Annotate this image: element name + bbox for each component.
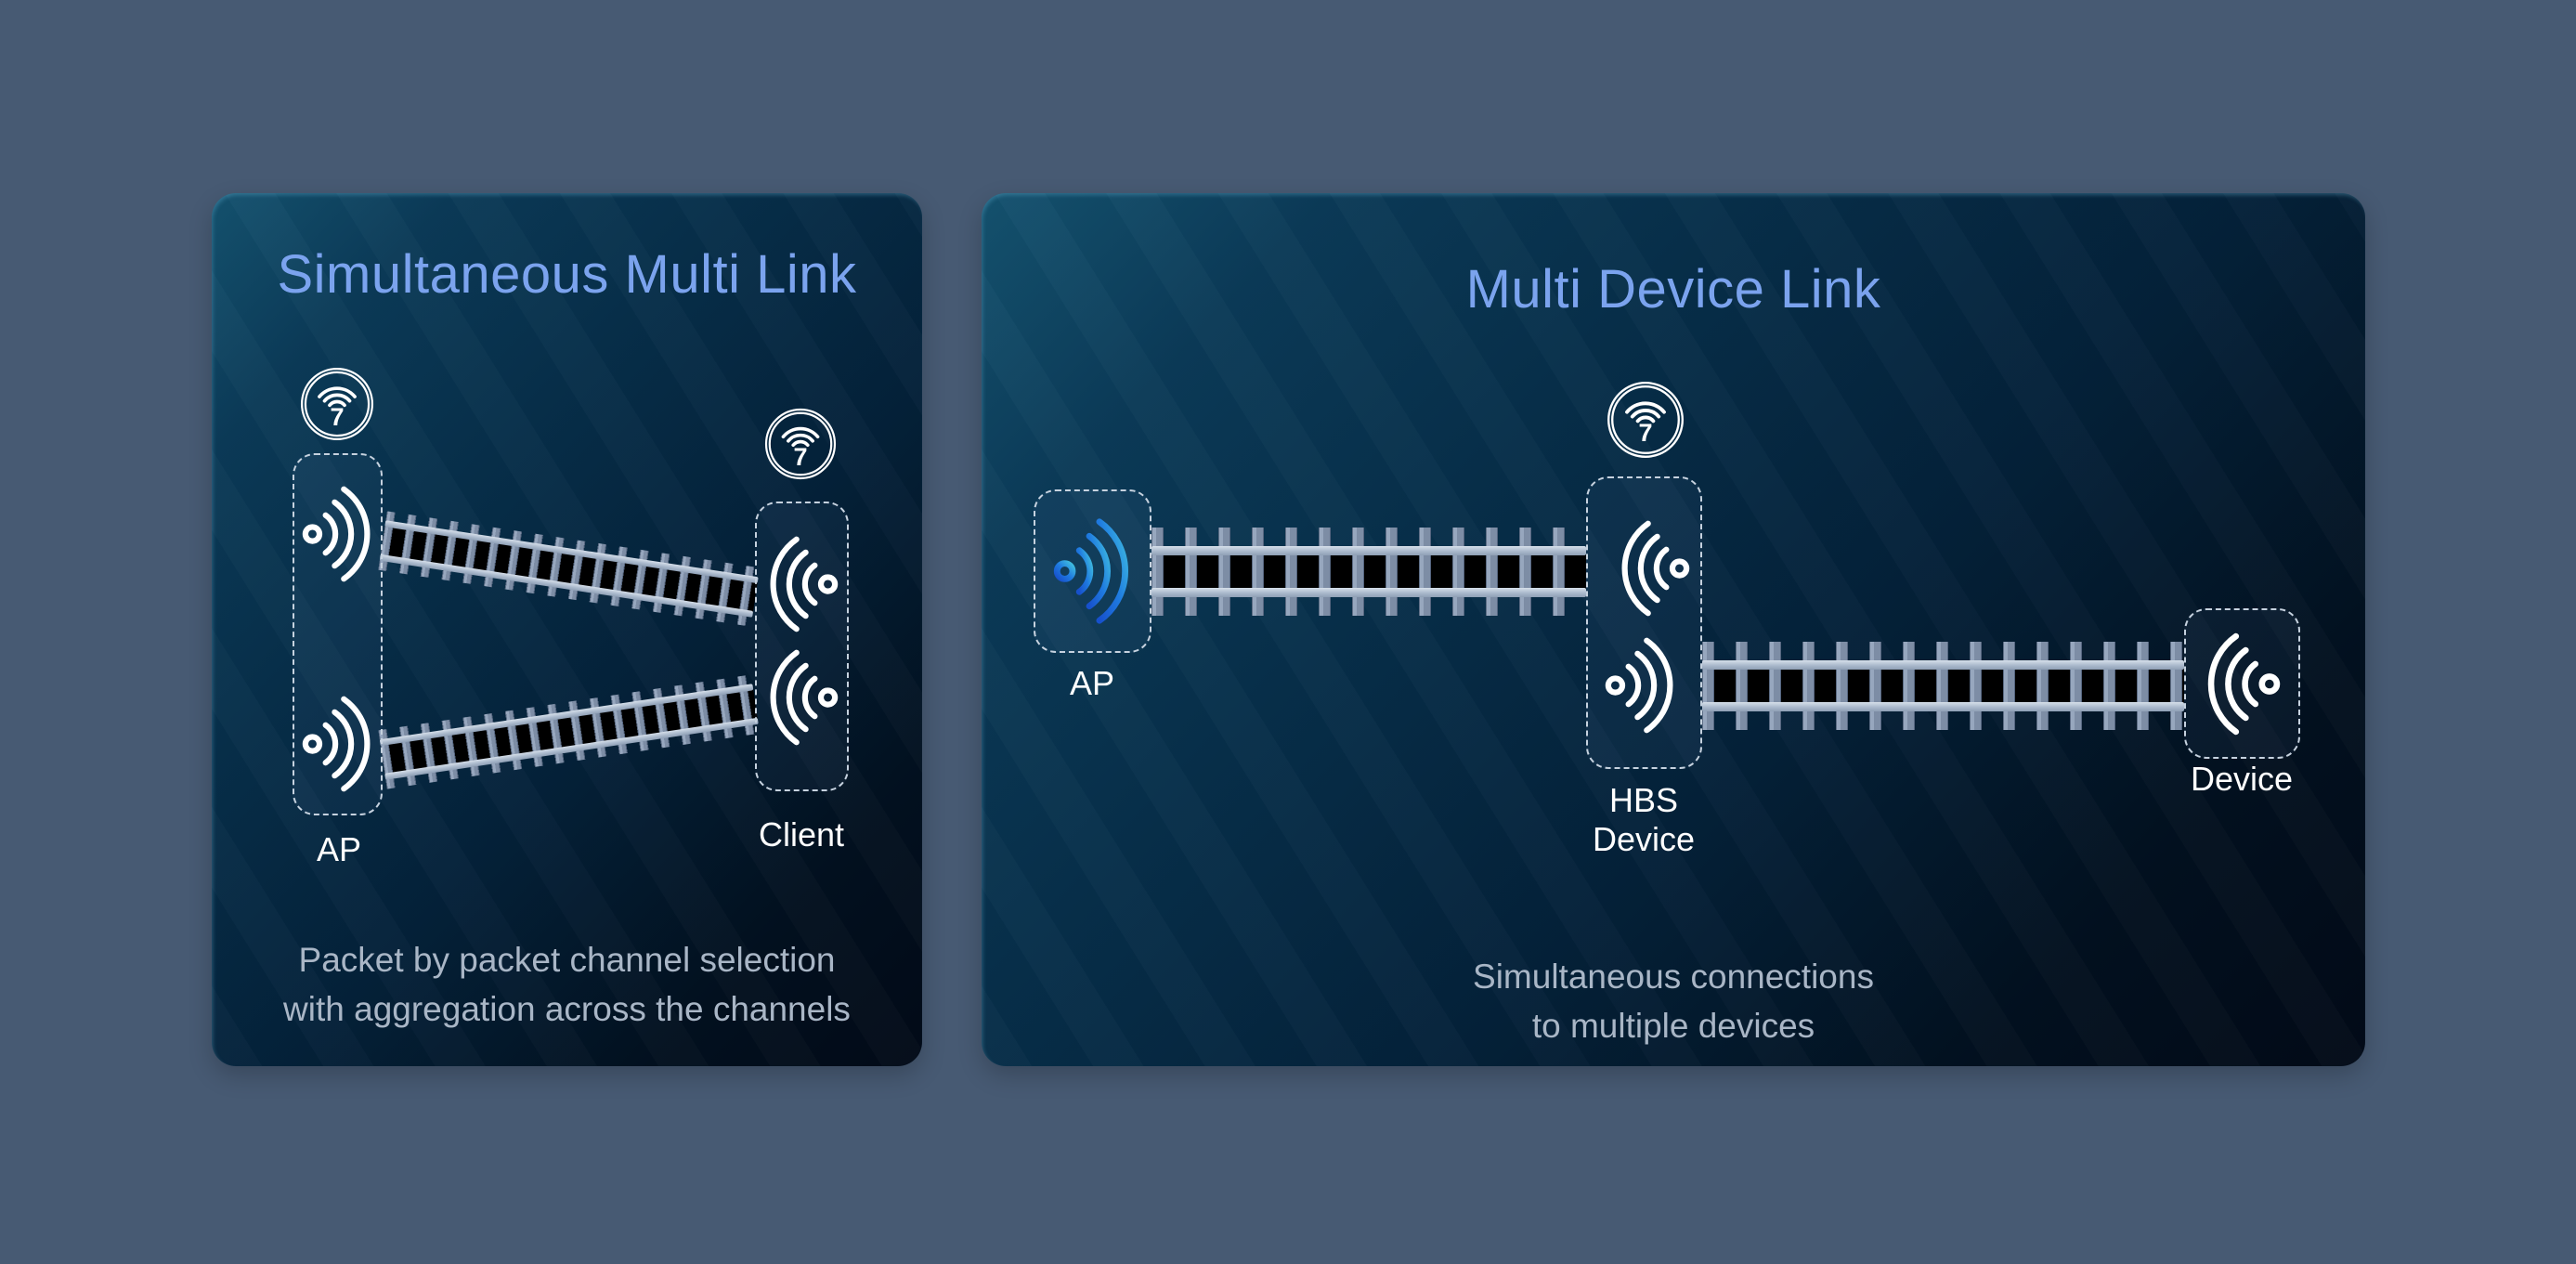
panel-simultaneous-multi-link: Simultaneous Multi Link 7	[212, 193, 922, 1066]
wifi-7-badge-icon: 7	[764, 408, 837, 480]
node-label-ap: AP	[316, 830, 362, 868]
track-ties	[1702, 642, 2184, 730]
rail-link-icon	[378, 511, 761, 627]
caption-line-1: Simultaneous connections	[1473, 958, 1874, 996]
wifi-7-badge-icon: 7	[1607, 381, 1685, 459]
panel-caption: Packet by packet channel selection with …	[212, 936, 922, 1034]
node-label-client: Client	[758, 815, 845, 854]
caption-line-2: with aggregation across the channels	[283, 989, 851, 1028]
rail-link-icon	[1702, 642, 2184, 730]
caption-line-2: to multiple devices	[1531, 1006, 1815, 1045]
panel-multi-device-link: Multi Device Link AP 7	[982, 193, 2365, 1066]
node-label-ap: AP	[1069, 664, 1115, 702]
wifi-signal-icon-blue	[1052, 510, 1134, 632]
track-rail	[1702, 660, 2184, 670]
wifi-signal-icon	[2203, 625, 2282, 743]
node-box-ap	[1034, 489, 1151, 653]
node-box-ap	[293, 453, 383, 815]
wifi-signal-icon	[301, 691, 375, 797]
track-rail	[1702, 702, 2184, 711]
panel-title: Simultaneous Multi Link	[277, 244, 857, 305]
track-rail	[1151, 588, 1586, 597]
caption-line-1: Packet by packet channel selection	[298, 941, 836, 979]
wifi-signal-icon	[301, 481, 375, 587]
hbs-label-line-1: HBS	[1608, 781, 1679, 819]
hbs-label-line-2: Device	[1592, 820, 1696, 859]
node-box-hbs-device	[1586, 476, 1702, 769]
wifi-signal-icon	[765, 645, 839, 750]
node-label-device: Device	[2190, 760, 2294, 798]
rail-link-icon	[378, 674, 761, 789]
wifi-7-badge-number: 7	[793, 442, 808, 471]
panel-title: Multi Device Link	[1465, 259, 1881, 319]
node-box-client	[755, 502, 849, 791]
wifi-7-badge-number: 7	[330, 402, 345, 431]
wifi-signal-icon	[1617, 515, 1691, 621]
wifi-signal-icon	[1604, 632, 1678, 738]
track-ties	[1151, 528, 1586, 616]
wifi-7-badge-number: 7	[1638, 418, 1653, 447]
track-rail	[1151, 546, 1586, 555]
wifi-signal-icon	[765, 531, 839, 637]
node-box-device	[2184, 608, 2300, 759]
node-label-hbs-device: HBS Device	[1551, 781, 1737, 860]
wifi-7-badge-icon: 7	[300, 367, 374, 441]
rail-link-icon	[1151, 528, 1586, 616]
panel-caption: Simultaneous connections to multiple dev…	[982, 953, 2365, 1050]
